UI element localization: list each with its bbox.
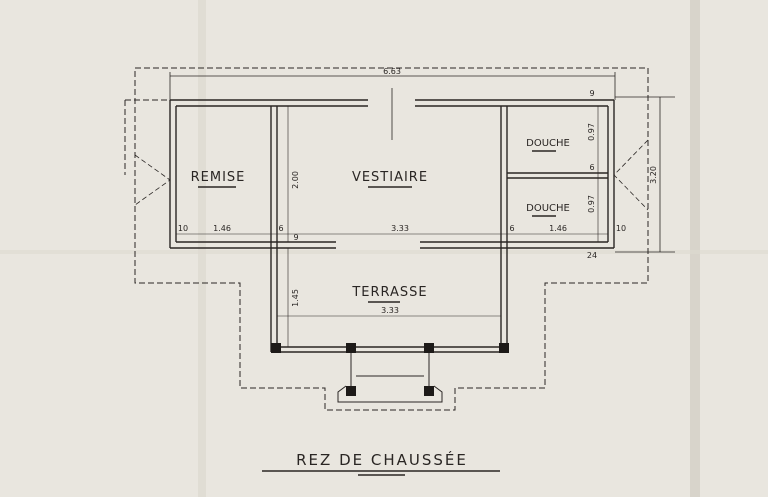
interior-dimension-lines [176, 106, 608, 347]
dim-terrasse-width: 3.33 [381, 306, 399, 315]
room-label-douche-1: DOUCHE [526, 138, 570, 149]
room-label-remise: REMISE [191, 170, 246, 185]
walls [169, 99, 615, 353]
dim-douche-2-depth: 0.97 [587, 195, 596, 213]
room-label-douche-2: DOUCHE [526, 203, 570, 214]
dim-douche-width: 1.46 [549, 224, 567, 233]
dim-wall-bottom: 24 [587, 251, 597, 260]
room-label-terrasse: TERRASSE [351, 285, 427, 300]
overall-depth-dimension [615, 96, 675, 253]
paper-fold [0, 250, 768, 254]
dim-terrasse-depth: 1.45 [291, 289, 300, 307]
dashed-outline [124, 67, 649, 411]
dim-overall-depth: 3.20 [649, 166, 658, 184]
dim-wall-top: 9 [589, 89, 594, 98]
dim-wall-partition-b: 9 [293, 233, 298, 242]
dim-douche-1-depth: 0.97 [587, 123, 596, 141]
dim-remise-width: 1.46 [213, 224, 231, 233]
dim-wall-partition-a: 6 [278, 224, 283, 233]
dim-vestiaire-width: 3.33 [391, 224, 409, 233]
entry-steps [337, 353, 443, 403]
dim-wall-left: 10 [178, 224, 188, 233]
room-label-vestiaire: VESTIAIRE [352, 170, 428, 185]
dim-wall-right: 10 [616, 224, 626, 233]
dim-wall-mid: 6 [589, 163, 594, 172]
dim-vestiaire-depth: 2.00 [291, 171, 300, 189]
dim-wall-partition-c: 6 [509, 224, 514, 233]
terrace-pillars [271, 343, 509, 396]
sheet-title: REZ DE CHAUSSÉE [296, 450, 468, 469]
paper-fold [690, 0, 700, 497]
dim-overall-width: 6.63 [383, 67, 401, 76]
overall-width-dimension [169, 72, 616, 100]
roof-overhang-marks [134, 139, 649, 211]
